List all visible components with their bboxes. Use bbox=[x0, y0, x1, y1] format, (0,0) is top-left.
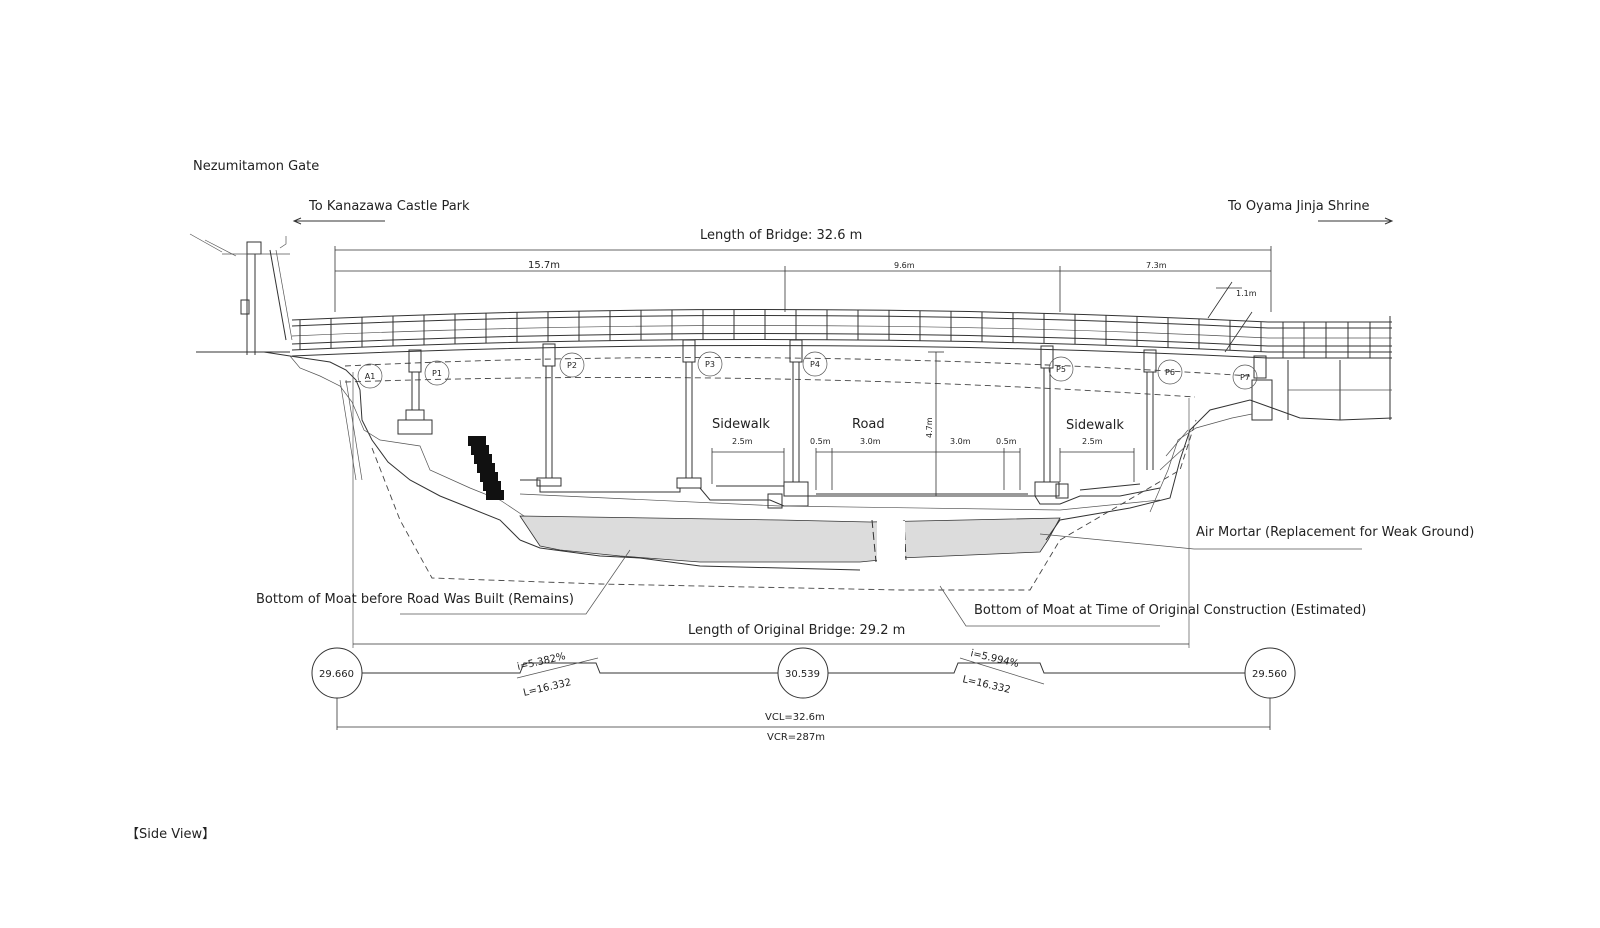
pier-marker-label: A1 bbox=[365, 372, 376, 381]
elevation-right: 29.560 bbox=[1252, 669, 1287, 680]
pier-marker-circle bbox=[802, 351, 828, 377]
pier-marker-label: P7 bbox=[1240, 373, 1250, 382]
left-slope-hatch bbox=[339, 379, 363, 481]
pier-marker-label: P2 bbox=[567, 361, 577, 370]
pier-marker-label: P5 bbox=[1056, 365, 1066, 374]
right-direction-arrow bbox=[1318, 217, 1394, 225]
right-slope-hatch bbox=[1159, 429, 1189, 471]
railing-balusters bbox=[299, 309, 1262, 352]
vcl-label: VCL=32.6m bbox=[765, 712, 825, 723]
stair-block bbox=[468, 436, 504, 500]
view-title: 【Side View】 bbox=[126, 827, 215, 842]
stair-step bbox=[486, 490, 504, 500]
callout-leaders bbox=[400, 533, 1362, 627]
sidewalk-right-label: Sidewalk bbox=[1066, 418, 1124, 433]
moat-remains-label: Bottom of Moat before Road Was Built (Re… bbox=[256, 592, 574, 607]
span-dimensions bbox=[335, 266, 1271, 312]
clearance-dimension bbox=[928, 351, 944, 496]
span-1-label: 15.7m bbox=[528, 260, 560, 271]
nezumitamon-gate-structure bbox=[189, 233, 293, 355]
pier-marker-circle bbox=[1048, 356, 1074, 382]
pier-marker-circle bbox=[559, 352, 585, 378]
original-bridge-length-label: Length of Original Bridge: 29.2 m bbox=[688, 623, 905, 638]
sidewalk-right-width: 2.5m bbox=[1082, 437, 1103, 446]
moat-original-label: Bottom of Moat at Time of Original Const… bbox=[974, 603, 1366, 618]
original-deck-dashed-upper bbox=[344, 357, 1251, 377]
grade-left: i=5.382% bbox=[516, 651, 567, 673]
stair-step bbox=[471, 445, 489, 455]
elevation-left: 29.660 bbox=[319, 669, 354, 680]
pier-marker-circle bbox=[697, 351, 723, 377]
clearance-label: 4.7m bbox=[925, 417, 934, 438]
sidewalk-left-width: 2.5m bbox=[732, 437, 753, 446]
length-right: L=16.332 bbox=[961, 674, 1011, 696]
right-embankment-inner bbox=[1149, 413, 1253, 513]
original-bridge-extension-lines bbox=[352, 372, 1190, 648]
cross-section-dimensions bbox=[711, 448, 1135, 490]
grade-right: i=5.994% bbox=[969, 648, 1020, 670]
right-embankment bbox=[1045, 399, 1393, 541]
stair-step bbox=[480, 472, 498, 482]
to-right-label: To Oyama Jinja Shrine bbox=[1227, 199, 1370, 214]
pier-marker-label: P3 bbox=[705, 360, 715, 369]
stair-step bbox=[477, 463, 495, 473]
pier-marker-circle bbox=[424, 360, 450, 386]
pier-marker-label: P4 bbox=[810, 360, 820, 369]
left-embankment-inner bbox=[289, 355, 531, 521]
pier-columns bbox=[397, 339, 1273, 497]
bridge-length-label: Length of Bridge: 32.6 m bbox=[700, 228, 862, 243]
elevation-mid: 30.539 bbox=[785, 669, 820, 680]
left-direction-arrow bbox=[292, 217, 385, 225]
moat-original-dashed bbox=[371, 419, 1197, 591]
air-mortar-label: Air Mortar (Replacement for Weak Ground) bbox=[1196, 525, 1474, 540]
stair-step bbox=[474, 454, 492, 464]
bridge-length-dimension bbox=[334, 246, 1272, 312]
sidewalk-left-label: Sidewalk bbox=[712, 417, 770, 432]
air-mortar-region bbox=[519, 515, 1061, 563]
stair-step bbox=[468, 436, 486, 446]
pier-marker-label: P1 bbox=[432, 369, 442, 378]
road-surface bbox=[519, 479, 1161, 511]
gate-label: Nezumitamon Gate bbox=[193, 159, 319, 174]
left-embankment bbox=[263, 351, 521, 541]
rail-height-label: 1.1m bbox=[1236, 289, 1257, 298]
rail-height-dimension bbox=[1207, 281, 1253, 353]
length-left: L=16.332 bbox=[522, 677, 572, 699]
pier-marker-circle bbox=[1232, 364, 1258, 390]
pier-marker-circle bbox=[357, 363, 383, 389]
span-2-label: 9.6m bbox=[894, 261, 915, 270]
span-3-label: 7.3m bbox=[1146, 261, 1167, 270]
lane-right-width: 3.0m bbox=[950, 437, 971, 446]
vertical-profile bbox=[311, 647, 1296, 730]
road-label: Road bbox=[852, 417, 885, 432]
to-left-label: To Kanazawa Castle Park bbox=[308, 199, 470, 214]
pier-marker-circle bbox=[1157, 359, 1183, 385]
shoulder-left-width: 0.5m bbox=[810, 437, 831, 446]
bridge-deck bbox=[291, 308, 1269, 359]
moat-remains-line bbox=[519, 539, 861, 571]
vcr-label: VCR=287m bbox=[767, 732, 825, 743]
air-mortar-break bbox=[871, 519, 907, 563]
lane-left-width: 3.0m bbox=[860, 437, 881, 446]
pier-marker-label: P6 bbox=[1165, 368, 1175, 377]
stair-step bbox=[483, 481, 501, 491]
shoulder-right-width: 0.5m bbox=[996, 437, 1017, 446]
original-deck-dashed-lower bbox=[344, 376, 1196, 398]
right-approach-railing bbox=[1268, 316, 1392, 420]
